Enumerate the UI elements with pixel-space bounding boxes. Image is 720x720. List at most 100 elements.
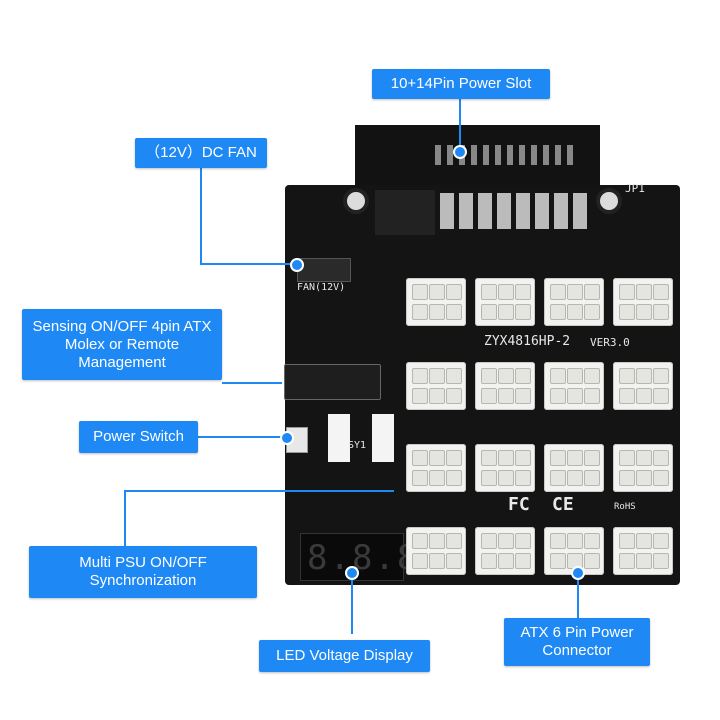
callout-line: [222, 382, 282, 384]
connector-pin: [619, 304, 635, 320]
atx-6pin-connector: [406, 362, 466, 410]
connector-pin: [653, 284, 669, 300]
connector-pin: [567, 304, 583, 320]
connector-pin: [498, 553, 514, 569]
connector-pin: [429, 368, 445, 384]
connector-pin: [619, 368, 635, 384]
callout-line: [200, 263, 295, 265]
label-dc-fan: （12V）DC FAN: [135, 138, 267, 168]
callout-line: [351, 572, 353, 634]
callout-line: [577, 572, 579, 618]
connector-pin: [584, 368, 600, 384]
connector-pin: [619, 533, 635, 549]
connector-pin: [498, 450, 514, 466]
connector-pin: [653, 388, 669, 404]
connector-pin: [619, 450, 635, 466]
callout-line: [200, 166, 202, 264]
connector-pin: [550, 388, 566, 404]
connector-pin: [412, 368, 428, 384]
connector-pin: [567, 388, 583, 404]
label-power-switch: Power Switch: [79, 421, 198, 453]
connector-pin: [550, 470, 566, 486]
connector-pin: [429, 470, 445, 486]
atx-6pin-connector: [613, 278, 673, 326]
atx-6pin-connector: [475, 362, 535, 410]
atx-6pin-connector: [544, 278, 604, 326]
connector-pin: [429, 553, 445, 569]
callout-line: [198, 436, 284, 438]
connector-pin: [446, 450, 462, 466]
connector-pin: [481, 304, 497, 320]
connector-pin: [550, 533, 566, 549]
connector-pin: [515, 533, 531, 549]
connector-pin: [481, 470, 497, 486]
fan-header: [297, 258, 351, 282]
callout-dot: [280, 431, 294, 445]
connector-pin: [412, 304, 428, 320]
connector-pin: [446, 553, 462, 569]
connector-pin: [412, 553, 428, 569]
jp1-silk: JP1: [625, 182, 645, 195]
connector-pin: [412, 284, 428, 300]
connector-pin: [584, 470, 600, 486]
atx-6pin-connector: [613, 444, 673, 492]
connector-pin: [584, 284, 600, 300]
connector-pin: [446, 284, 462, 300]
connector-pin: [498, 284, 514, 300]
connector-pin: [481, 553, 497, 569]
fan-silk: FAN(12V): [297, 282, 346, 293]
connector-pin: [498, 470, 514, 486]
connector-pin: [584, 388, 600, 404]
connector-pin: [567, 450, 583, 466]
atx-6pin-connector: [544, 362, 604, 410]
callout-dot: [571, 566, 585, 580]
connector-pin: [412, 450, 428, 466]
connector-pin: [636, 470, 652, 486]
sy1-silk: SY1: [348, 440, 367, 451]
connector-pin: [584, 553, 600, 569]
connector-pin: [567, 284, 583, 300]
connector-pin: [446, 470, 462, 486]
atx-6pin-connector: [475, 444, 535, 492]
version-silk: VER3.0: [590, 336, 630, 349]
connector-pin: [498, 304, 514, 320]
connector-pin: [653, 553, 669, 569]
connector-pin: [567, 470, 583, 486]
connector-pin: [550, 450, 566, 466]
label-sensing: Sensing ON/OFF 4pin ATX Molex or Remote …: [22, 309, 222, 380]
connector-pin: [619, 388, 635, 404]
connector-pin: [429, 533, 445, 549]
atx-6pin-connector: [406, 278, 466, 326]
connector-pin: [584, 533, 600, 549]
connector-pin: [446, 368, 462, 384]
connector-pin: [515, 368, 531, 384]
connector-pin: [636, 284, 652, 300]
connector-pin: [619, 470, 635, 486]
connector-pin: [412, 470, 428, 486]
label-led-display: LED Voltage Display: [259, 640, 430, 672]
connector-pin: [636, 368, 652, 384]
callout-line: [459, 97, 461, 147]
connector-pin: [653, 450, 669, 466]
connector-pin: [550, 553, 566, 569]
atx-6pin-connector: [613, 362, 673, 410]
connector-pin: [429, 388, 445, 404]
connector-pin: [515, 470, 531, 486]
connector-pin: [429, 284, 445, 300]
connector-pin: [636, 388, 652, 404]
connector-pin: [481, 388, 497, 404]
connector-pin: [446, 533, 462, 549]
callout-dot: [290, 258, 304, 272]
connector-pin: [584, 450, 600, 466]
led-digits: 8.8.8: [307, 538, 420, 578]
connector-pin: [619, 553, 635, 569]
callout-line: [124, 490, 394, 492]
callout-dot: [453, 145, 467, 159]
connector-pin: [636, 533, 652, 549]
connector-pin: [446, 388, 462, 404]
connector-pin: [446, 304, 462, 320]
connector-pin: [567, 368, 583, 384]
connector-pin: [653, 470, 669, 486]
connector-pin: [550, 284, 566, 300]
model-silk: ZYX4816HP-2: [484, 334, 571, 349]
